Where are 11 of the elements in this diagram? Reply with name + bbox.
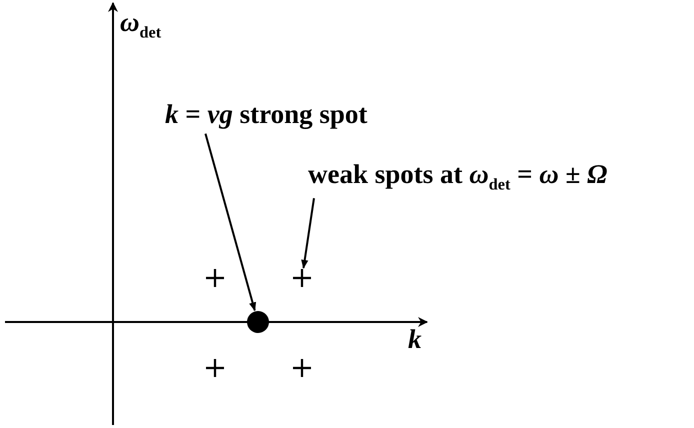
weak-spot-marker bbox=[292, 358, 312, 378]
leader-arrow bbox=[301, 198, 315, 269]
axis-label: ω$_{det}$ bbox=[120, 8, 162, 42]
weak-spot-marker bbox=[205, 358, 225, 378]
leader-arrow bbox=[204, 133, 256, 312]
annotation-text: weak spots at ω$_{det}$ = ω ± Ω bbox=[308, 160, 608, 194]
annotation-text: k = νg strong spot bbox=[165, 100, 368, 130]
weak-spot-marker bbox=[205, 268, 225, 288]
strong-spot-dot bbox=[247, 311, 269, 333]
weak-spot-marker bbox=[292, 268, 312, 288]
axis-label: k bbox=[408, 325, 422, 355]
